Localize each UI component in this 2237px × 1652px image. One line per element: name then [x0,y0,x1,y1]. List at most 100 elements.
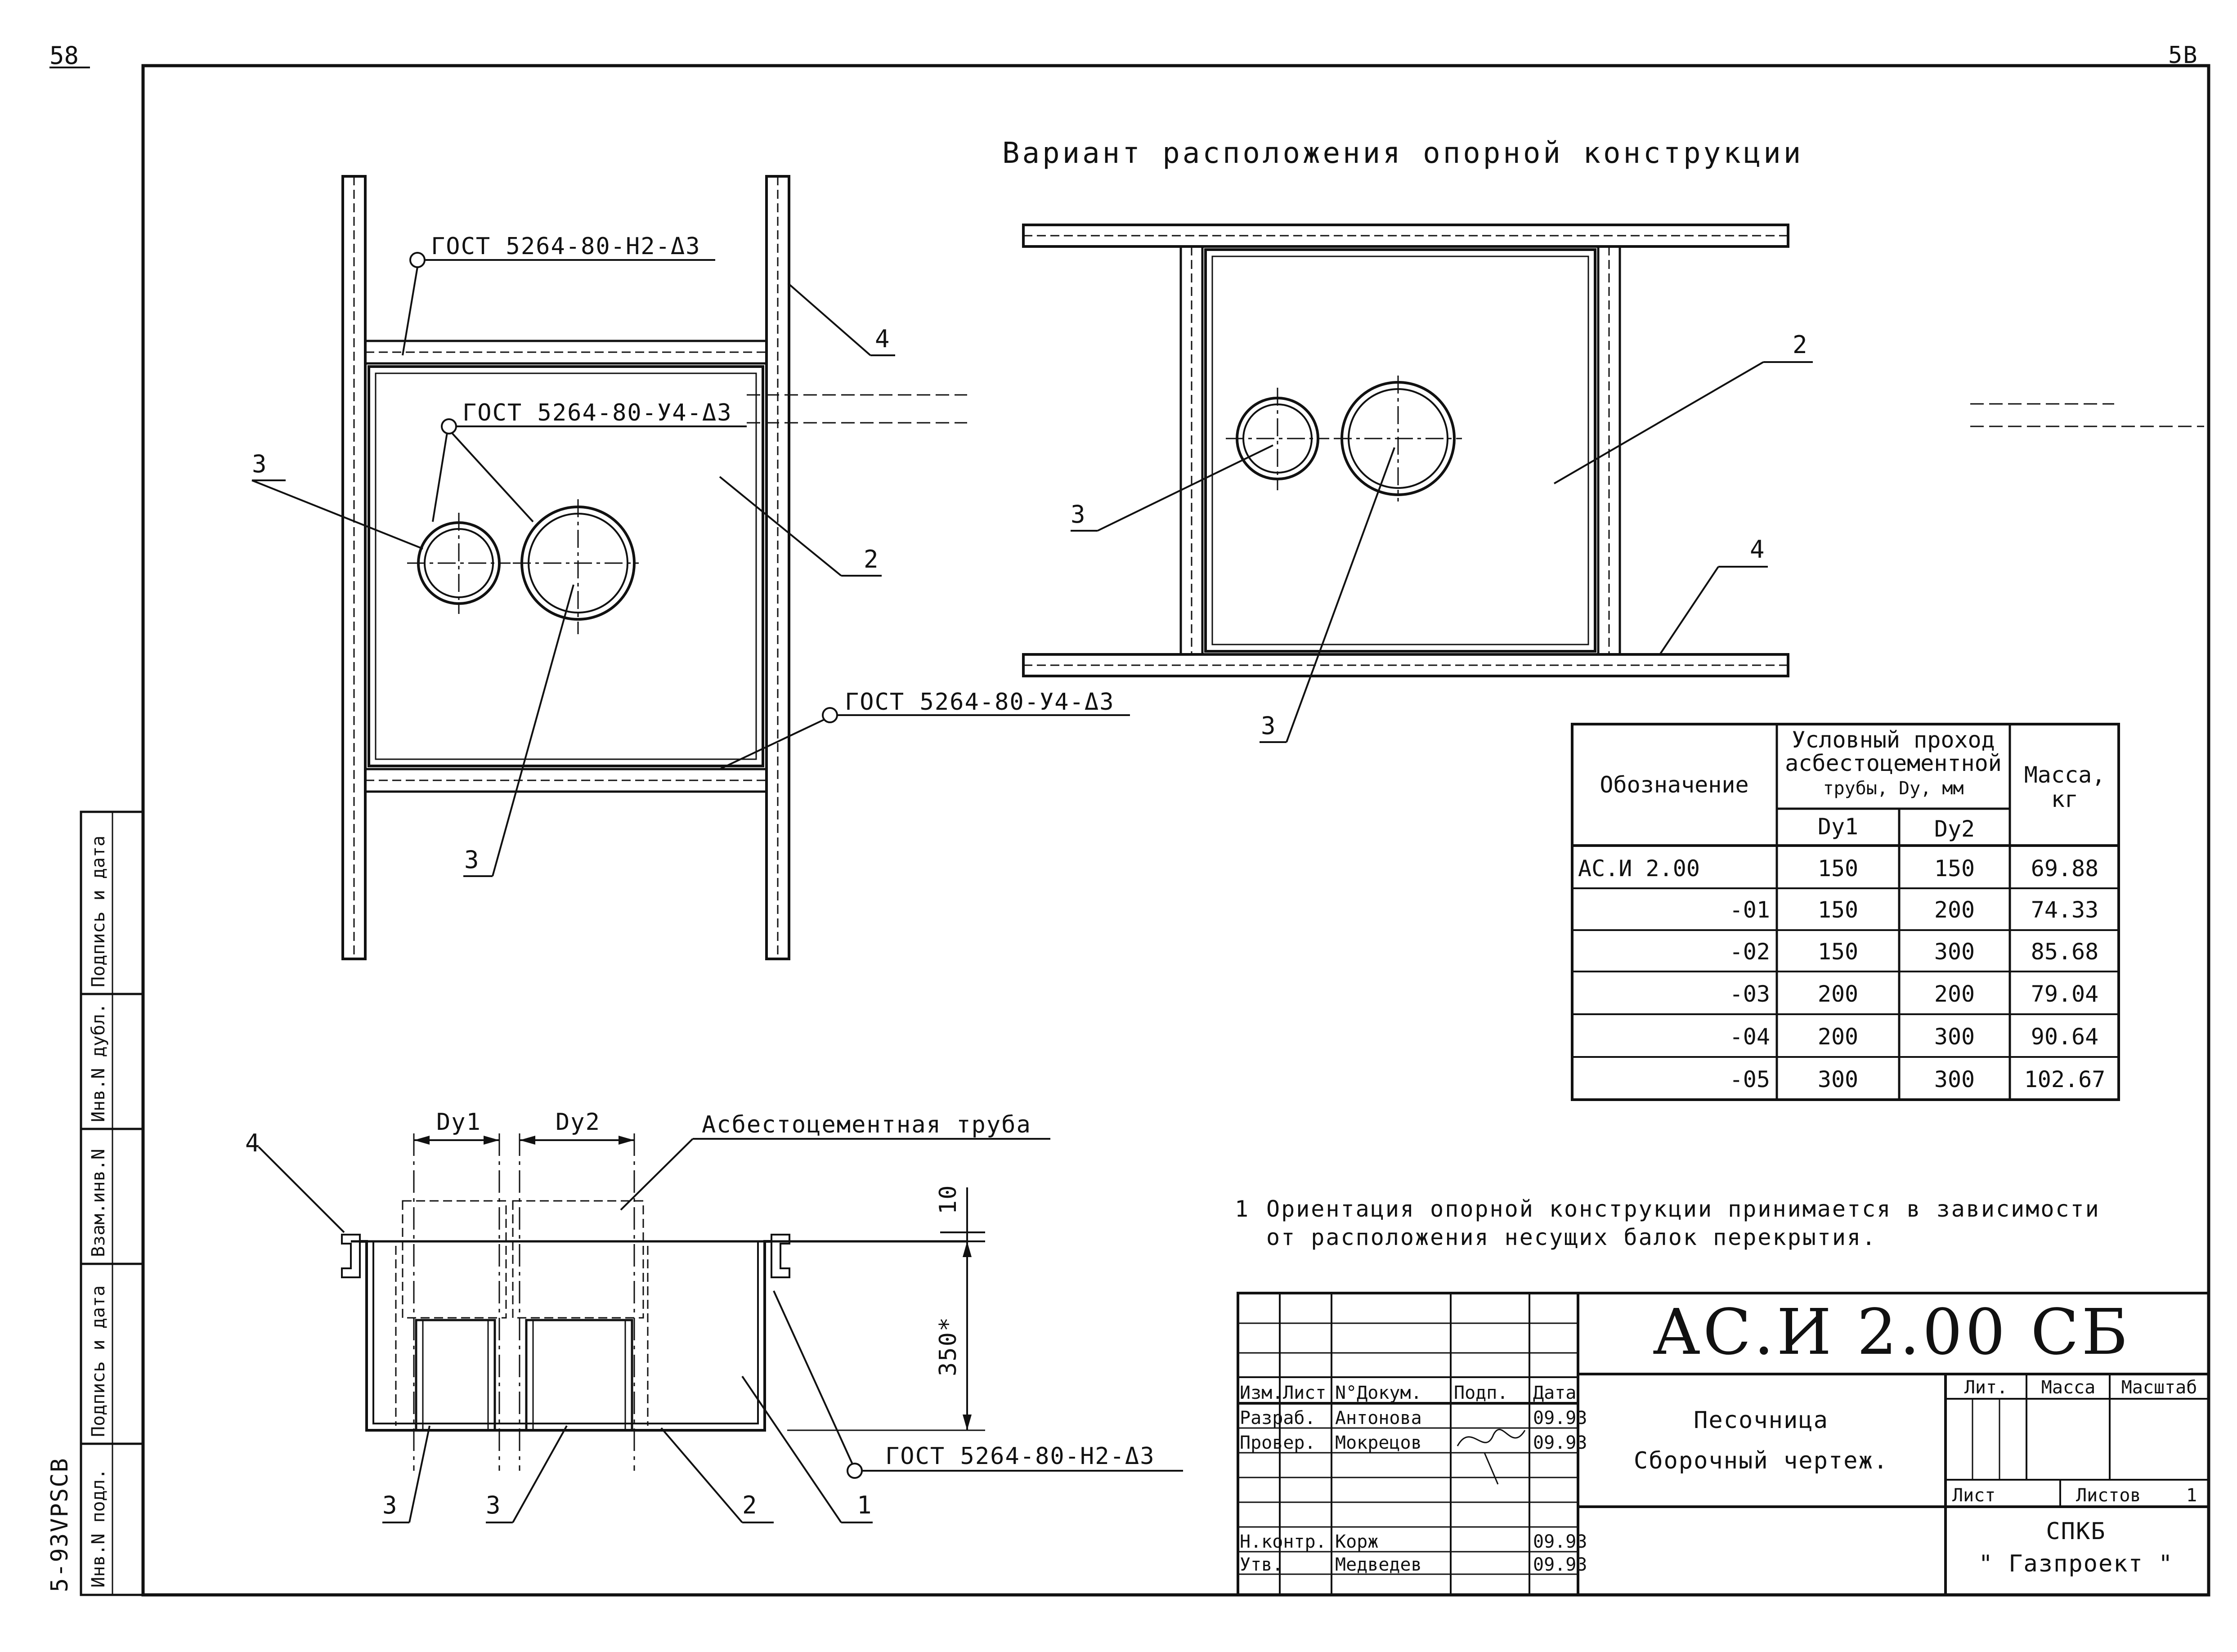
row-0-dy1: 150 [1818,855,1858,882]
col-ndoc: N°Докум. [1335,1383,1422,1403]
sign-role-0: Разраб. [1240,1408,1316,1428]
row-1-designation: -01 [1730,897,1770,923]
dim-dy2: Dу2 [556,1109,601,1136]
sign-role-2: Н.контр. [1240,1531,1327,1552]
lit-label: Лит. [1964,1377,2008,1398]
dim-350: 350* [935,1316,962,1376]
sign-name-1: Мокрецов [1335,1433,1422,1453]
section-marker-2: 2 [742,1491,757,1519]
side-label-4: Инв.N дубл. [88,1003,109,1122]
row-5-dy1: 300 [1818,1066,1858,1092]
dim-10: 10 [935,1184,962,1214]
title-block: Изм. Лист N°Докум. Подп. Дата Разраб. Ан… [1237,1292,2210,1596]
sign-role-1: Провер. [1240,1433,1316,1453]
row-2-dy2: 300 [1934,939,1975,965]
sign-name-3: Медведев [1335,1554,1422,1575]
plan-view: ГОСТ 5264-80-Н2-Δ3 ГОСТ 5264-80-У4-Δ3 ГО… [251,175,1130,960]
row-5-dy2: 300 [1934,1066,1975,1092]
section-callout: ГОСТ 5264-80-Н2-Δ3 [885,1443,1155,1470]
note-number: 1 [1235,1196,1250,1222]
side-label-3: Взам.инв.N [88,1149,109,1257]
handwritten-signature [1457,1428,1526,1485]
plan-marker-4: 4 [875,325,890,353]
section-marker-1: 1 [857,1491,872,1519]
sign-date-2: 09.93 [1533,1531,1587,1552]
col-podp: Подп. [1454,1383,1508,1403]
masshtab-label: Масштаб [2121,1377,2197,1398]
row-2-dy1: 150 [1818,939,1858,965]
row-1-dy1: 150 [1818,897,1858,923]
row-1-mass: 74.33 [2031,897,2099,923]
list-label: Лист [1952,1485,1995,1506]
side-code: 5-93VPSCB [46,1457,73,1592]
variant-marker-4: 4 [1750,535,1765,564]
row-3-dy1: 200 [1818,981,1858,1007]
col-list: Лист [1283,1383,1326,1403]
spec-table: Обозначение Условный проход асбестоцемен… [1571,723,2120,1101]
sheet-frame: 58 5В Инв.N подл. Подпись и дата Взам.ин… [46,41,2210,1597]
plan-callout-1: ГОСТ 5264-80-Н2-Δ3 [431,233,701,260]
variant-title: Вариант расположения опорной конструкции [1002,137,1803,170]
header-passage-1: Условный проход [1792,727,1995,753]
row-5-mass: 102.67 [2024,1066,2106,1092]
variant-marker-2: 2 [1793,331,1807,359]
row-3-dy2: 200 [1934,981,1975,1007]
general-note: 1 Ориентация опорной конструкции принима… [1235,1196,2099,1250]
header-passage-3: трубы, Dу, мм [1823,778,1964,799]
corner-mark: 58 [49,41,79,70]
row-4-dy2: 300 [1934,1024,1975,1050]
document-code: АС.И 2.00 СБ [1653,1296,2130,1369]
row-0-mass: 69.88 [2031,855,2099,882]
section-marker-4: 4 [245,1129,260,1157]
org-line-1: СПКБ [2046,1518,2106,1545]
sign-date-1: 09.93 [1533,1433,1587,1453]
variant-view: Вариант расположения опорной конструкции… [1002,137,2204,743]
plan-callout-3: ГОСТ 5264-80-У4-Δ3 [845,689,1115,716]
row-4-dy1: 200 [1818,1024,1858,1050]
header-designation: Обозначение [1600,772,1748,798]
header-passage-2: асбестоцементной [1785,750,2002,776]
sign-name-0: Антонова [1335,1408,1422,1428]
pipe-label: Асбестоцементная труба [702,1111,1031,1138]
row-3-mass: 79.04 [2031,981,2099,1007]
plan-marker-2: 2 [864,545,879,573]
page-number: 5В [2168,42,2198,69]
sign-role-3: Утв. [1240,1554,1283,1575]
listov-label: Листов [2076,1485,2141,1506]
row-4-mass: 90.64 [2031,1024,2099,1050]
row-2-mass: 85.68 [2031,939,2099,965]
product-name: Песочница [1694,1407,1829,1434]
header-mass-1: Масса, [2024,762,2106,788]
col-data: Дата [1533,1383,1576,1403]
side-label-5: Подпись и дата [88,836,109,987]
plan-marker-3a: 3 [252,450,267,478]
row-5-designation: -05 [1730,1066,1770,1092]
header-dy1: Dу1 [1818,814,1858,840]
variant-marker-3a: 3 [1071,500,1085,528]
plan-callout-2: ГОСТ 5264-80-У4-Δ3 [462,399,732,426]
col-izm: Изм. [1240,1383,1283,1403]
document-type: Сборочный чертеж. [1634,1447,1888,1474]
sign-date-0: 09.93 [1533,1408,1587,1428]
row-3-designation: -03 [1730,981,1770,1007]
side-label-2: Подпись и дата [88,1285,109,1437]
row-0-designation: АС.И 2.00 [1578,855,1700,882]
row-0-dy2: 150 [1934,855,1975,882]
row-4-designation: -04 [1730,1024,1770,1050]
header-mass-2: кг [2051,786,2078,812]
sign-date-3: 09.93 [1533,1554,1587,1575]
row-1-dy2: 200 [1934,897,1975,923]
section-marker-3b: 3 [486,1491,501,1519]
listov-value: 1 [2186,1485,2197,1506]
dim-dy1: Dу1 [436,1109,481,1136]
massa-label: Масса [2041,1377,2095,1398]
org-line-2: " Газпроект " [1979,1550,2174,1577]
row-2-designation: -02 [1730,939,1770,965]
sign-name-2: Корж [1335,1531,1378,1552]
side-label-1: Инв.N подл. [88,1468,109,1588]
plan-marker-3b: 3 [464,846,479,874]
section-view: Dу1 Dу2 Асбестоцементная труба 10 [245,1109,1183,1523]
note-line-2: от расположения несущих балок перекрытия… [1266,1224,1877,1250]
header-dy2: Dу2 [1934,816,1975,842]
